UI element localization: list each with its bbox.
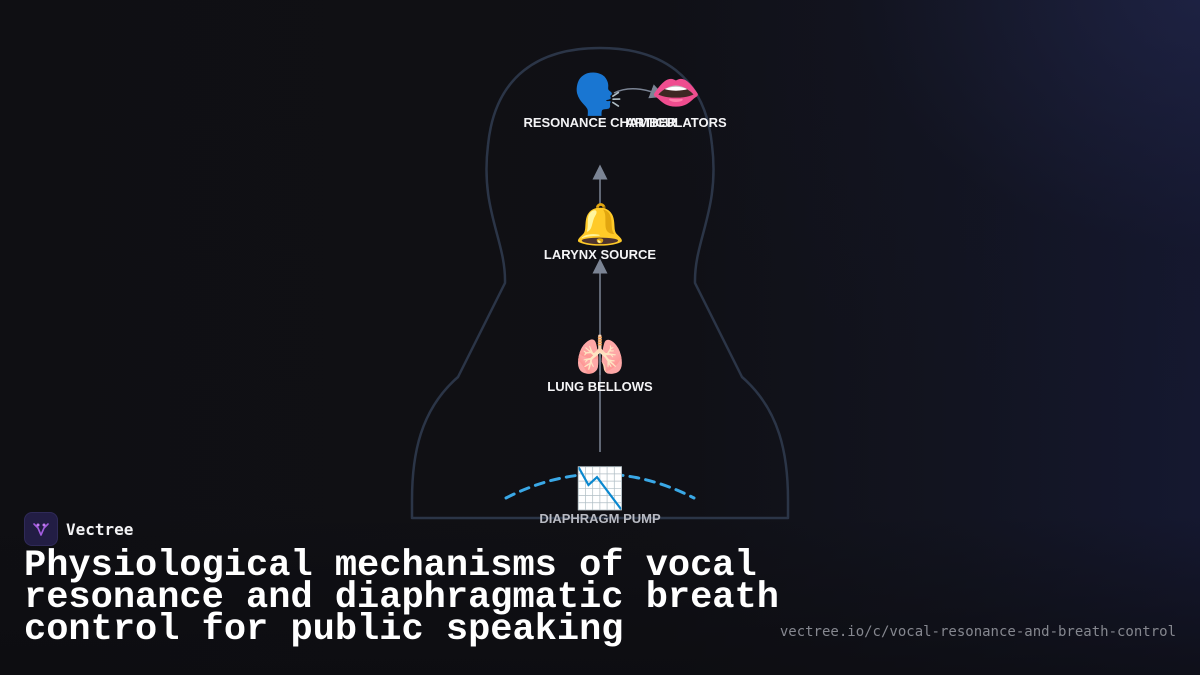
node-resonance-chamber: 🗣️ RESONANCE CHAMBER: [523, 71, 677, 130]
arrow-resonance-to-articulators: [613, 84, 666, 99]
bell-icon: 🔔: [575, 202, 625, 248]
articulators-label: ARTICULATORS: [625, 115, 727, 130]
node-diaphragm-pump: 📉 DIAPHRAGM PUMP: [539, 465, 661, 526]
node-articulators: 👄 ARTICULATORS: [625, 70, 727, 130]
mouth-icon: 👄: [651, 70, 701, 116]
vectree-logo-icon: [24, 512, 58, 546]
source-url[interactable]: vectree.io/c/vocal-resonance-and-breath-…: [779, 624, 1176, 640]
larynx-source-label: LARYNX SOURCE: [544, 247, 657, 262]
resonance-chamber-label: RESONANCE CHAMBER: [523, 115, 677, 130]
brand-name: Vectree: [66, 519, 134, 539]
diaphragm-pump-label: DIAPHRAGM PUMP: [539, 511, 661, 526]
diaphragm-arc: [504, 472, 696, 500]
brand[interactable]: Vectree: [24, 512, 133, 546]
lung-bellows-label: LUNG BELLOWS: [547, 379, 653, 394]
head-silhouette-outline: [410, 46, 790, 520]
chart-decreasing-icon: 📉: [575, 465, 625, 512]
page-title: Physiological mechanisms of vocal resona…: [24, 545, 779, 651]
node-lung-bellows: 🫁 LUNG BELLOWS: [547, 333, 653, 394]
speaking-head-icon: 🗣️: [573, 71, 623, 118]
lungs-icon: 🫁: [575, 333, 625, 379]
node-larynx-source: 🔔 LARYNX SOURCE: [544, 202, 657, 262]
